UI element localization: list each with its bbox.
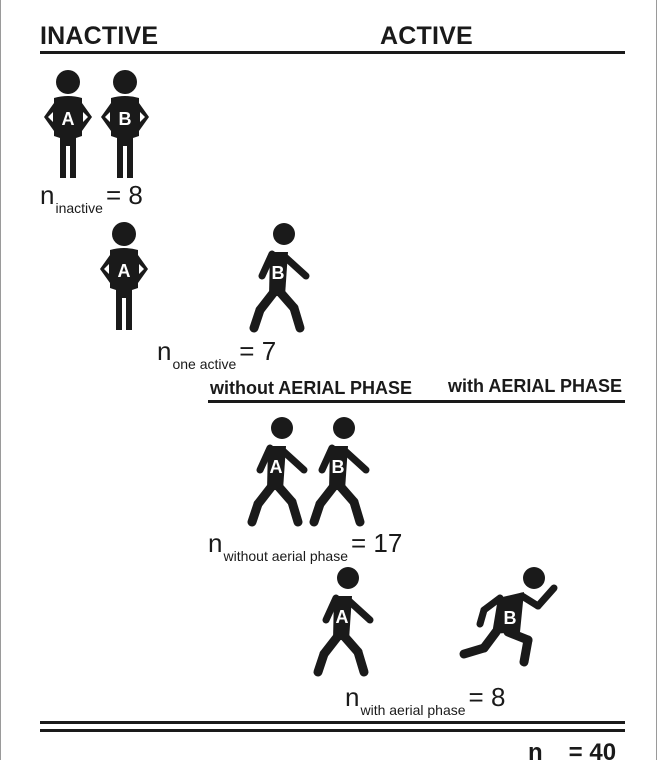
header-without-aerial-phase: without AERIAL PHASE <box>210 378 412 398</box>
equation-without-aerial-phase: nwithout aerial phase= 17 <box>208 528 403 563</box>
equation-value: = 8 <box>105 180 143 210</box>
equation-value: = 8 <box>468 682 506 712</box>
header-active: ACTIVE <box>380 22 473 50</box>
equation-subscript: with aerial phase <box>360 702 466 718</box>
equation-n: n <box>40 180 55 210</box>
equation-n: n <box>208 528 223 558</box>
figure-label: A <box>336 607 349 627</box>
figure-label: B <box>119 109 132 129</box>
equation-value: = 17 <box>351 528 403 558</box>
walking-figure-icon: B <box>249 223 310 333</box>
aerial-phase-rule <box>208 400 625 403</box>
header-rule <box>40 51 625 54</box>
equation-with-aerial-phase: nwith aerial phase= 8 <box>345 682 506 717</box>
figure-label: B <box>272 263 285 283</box>
standing-figure-icon: B <box>101 70 149 178</box>
header-inactive: INACTIVE <box>40 22 159 50</box>
walking-figure-icon: A <box>313 567 374 677</box>
figure-label: B <box>504 608 517 628</box>
equation-subscript: one active <box>172 356 237 372</box>
equation-one-active: none active= 7 <box>157 336 277 371</box>
walking-figure-icon: B <box>309 417 370 527</box>
total-rule-top <box>40 721 625 724</box>
equation-value: = 7 <box>239 336 277 366</box>
walking-figure-icon: A <box>247 417 308 527</box>
total-n: n <box>528 739 543 766</box>
figure-label: A <box>62 109 75 129</box>
total-rule-bottom <box>40 729 625 732</box>
standing-figure-icon: A <box>100 222 148 330</box>
total-value: = 40 <box>568 739 617 766</box>
figure-label: B <box>332 457 345 477</box>
figure-label: A <box>118 261 131 281</box>
equation-subscript: inactive <box>55 200 103 216</box>
frame-left-line <box>0 0 1 760</box>
standing-figure-icon: A <box>44 70 92 178</box>
figure-label: A <box>270 457 283 477</box>
equation-inactive: ninactive= 8 <box>40 180 143 215</box>
equation-n: n <box>157 336 172 366</box>
equation-subscript: without aerial phase <box>223 548 348 564</box>
equation-n: n <box>345 682 360 712</box>
header-with-aerial-phase: with AERIAL PHASE <box>448 376 623 396</box>
running-figure-icon: B <box>459 567 558 667</box>
total-equation: n = 40 <box>528 741 616 765</box>
